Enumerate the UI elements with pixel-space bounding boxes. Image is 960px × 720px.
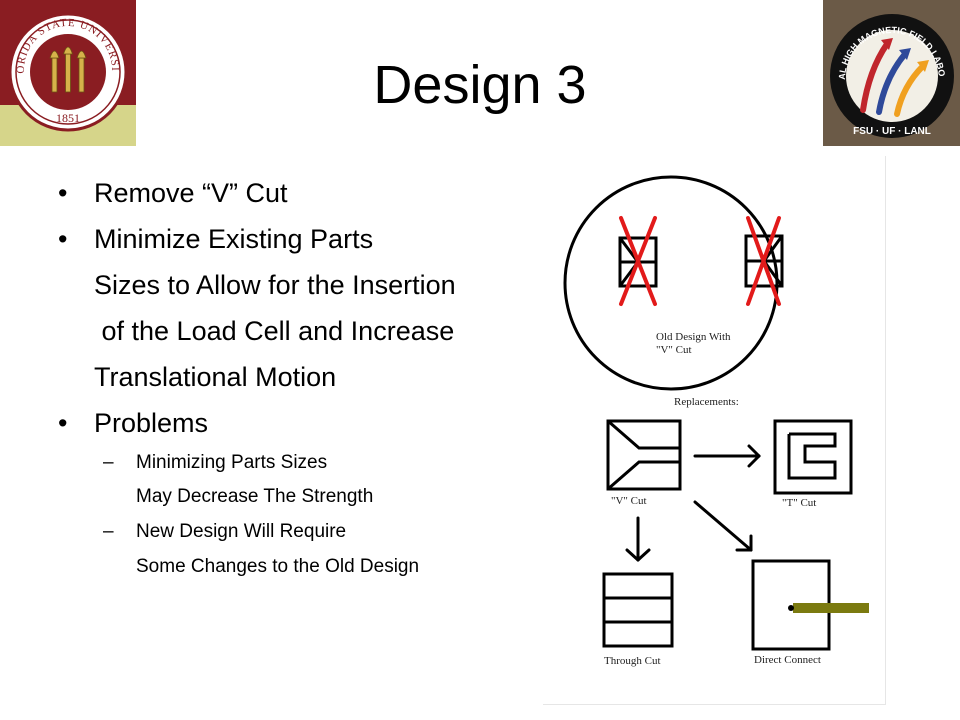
replacements-label: Replacements: [674,396,739,408]
bullet-minimize-parts-cont: Translational Motion [94,362,337,392]
through-cut-block [602,572,674,648]
bullet-remove-v-cut: Remove “V” Cut [94,178,288,208]
old-design-circle [563,175,779,391]
direct-connect-block [751,559,869,651]
arrow-down-icon [625,516,651,562]
sub-bullet-minimizing-sizes-cont: May Decrease The Strength [136,486,374,507]
fsu-year: 1851 [56,111,80,125]
fsu-logo: FLORIDA STATE UNIVERSITY 1851 [0,0,136,146]
red-cross-icon [619,216,781,306]
sub-bullet-new-design-cont: Some Changes to the Old Design [136,556,420,577]
old-design-label: Old Design With [656,331,731,343]
nhmfl-badge-icon: NATIONAL HIGH MAGNETIC FIELD LABORATORY … [823,0,954,138]
direct-connect-label: Direct Connect [754,654,821,666]
bullet-list: • Remove “V” Cut • Minimize Existing Par… [58,178,456,577]
arrow-right-icon [693,444,761,468]
slide-title: Design 3 [373,55,587,115]
bullet-marker: • [58,178,68,208]
bullet-minimize-parts-cont: of the Load Cell and Increase [94,316,455,346]
fsu-seal-icon: FLORIDA STATE UNIVERSITY 1851 [0,0,128,132]
t-cut-label: "T" Cut [782,497,816,509]
bullet-marker: • [58,408,68,438]
bullet-minimize-parts-cont: Sizes to Allow for the Insertion [94,270,456,300]
sub-bullet-minimizing-sizes: Minimizing Parts Sizes [136,452,328,473]
sub-bullet-new-design: New Design Will Require [136,521,347,542]
sub-bullet-dash: – [103,452,114,473]
through-cut-label: Through Cut [604,655,661,667]
design-sketch: Old Design With "V" Cut Replacements: "V… [563,175,869,667]
v-cut-block [606,419,682,491]
v-cut-label: "V" Cut [611,495,647,507]
arrow-diagonal-icon [693,500,753,552]
old-design-label: "V" Cut [656,344,692,356]
nhmfl-logo: NATIONAL HIGH MAGNETIC FIELD LABORATORY … [823,0,960,146]
t-cut-block [773,419,853,495]
design-diagram: Old Design With "V" Cut Replacements: "V… [543,156,886,705]
bullet-marker: • [58,224,68,254]
sub-bullet-dash: – [103,521,114,542]
load-cell-rod [793,603,869,613]
bullet-problems: Problems [94,408,209,438]
nhmfl-bottom-text: FSU · UF · LANL [853,126,931,137]
bullet-minimize-parts: Minimize Existing Parts [94,224,374,254]
